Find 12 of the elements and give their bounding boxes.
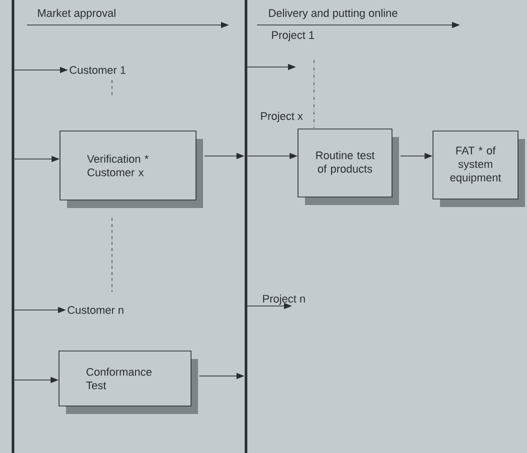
process-box: Verification * Customer x — [60, 130, 203, 208]
node-label: Customer 1 — [70, 66, 126, 74]
project-label: Project 1 — [272, 30, 314, 42]
node-label: Customer n — [68, 306, 124, 314]
process-box: Routine test of products — [298, 128, 399, 205]
process-box: FAT * of system equipment — [432, 130, 525, 207]
vertical-bar — [12, 0, 14, 453]
project-label: Project x — [261, 112, 303, 122]
process-box: Conformance Test — [58, 350, 198, 414]
heading-label: Delivery and putting online — [269, 8, 398, 20]
heading-label: Market approval — [38, 8, 116, 20]
project-label: Project n — [263, 294, 305, 305]
